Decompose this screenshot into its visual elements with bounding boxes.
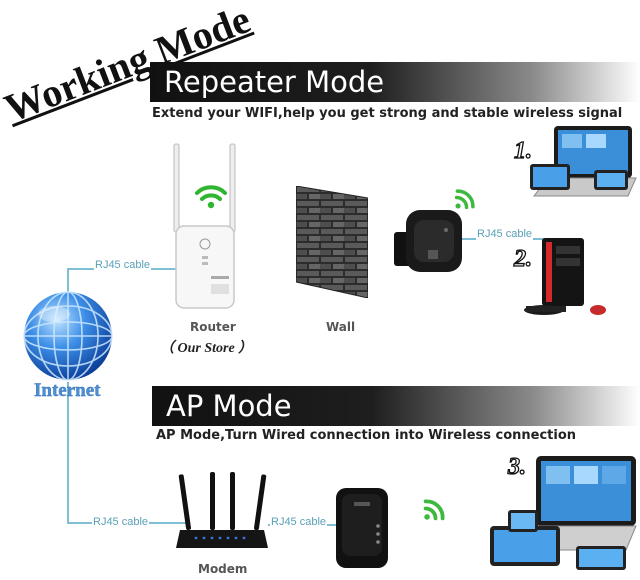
repeater-icon — [334, 486, 390, 570]
router-icon — [176, 468, 268, 556]
brick-wall-icon — [295, 185, 369, 299]
router-device — [166, 126, 246, 316]
internet-label: Internet — [34, 380, 101, 401]
wifi-icon — [446, 184, 480, 218]
repeater-mode-title: Repeater Mode — [164, 65, 385, 99]
item-number-1: 1. — [513, 137, 532, 164]
repeater-mode-subtitle: Extend your WIFI,help you get strong and… — [152, 106, 623, 121]
rj45-cable-label: RJ45 cable — [92, 516, 150, 528]
item-number-2: 2. — [513, 245, 532, 272]
ap-mode-title: AP Mode — [166, 389, 292, 423]
item-number-3: 3. — [507, 453, 526, 480]
ap-mode-subtitle: AP Mode,Turn Wired connection into Wirel… — [156, 428, 577, 443]
wall-label: Wall — [326, 320, 356, 334]
wifi-icon — [414, 494, 451, 531]
repeater-mode-banner — [150, 62, 640, 102]
rj45-cable-label: RJ45 cable — [476, 228, 534, 240]
cable-line — [67, 382, 69, 522]
cable-line — [67, 268, 69, 308]
rj45-cable-label: RJ45 cable — [94, 259, 152, 271]
repeater-icon — [392, 206, 466, 286]
laptop-icon — [524, 124, 638, 200]
rj45-cable-label: RJ45 cable — [270, 516, 328, 528]
router-label: Router — [190, 320, 236, 334]
modem-label: Modem — [198, 562, 248, 576]
wifi-icon — [194, 184, 228, 210]
router-sublabel: （ Our Store ） — [160, 341, 253, 356]
desktop-pc-icon — [522, 234, 612, 318]
ap-mode-banner — [152, 386, 640, 426]
laptop-icon — [488, 454, 638, 574]
globe-icon — [22, 290, 114, 382]
